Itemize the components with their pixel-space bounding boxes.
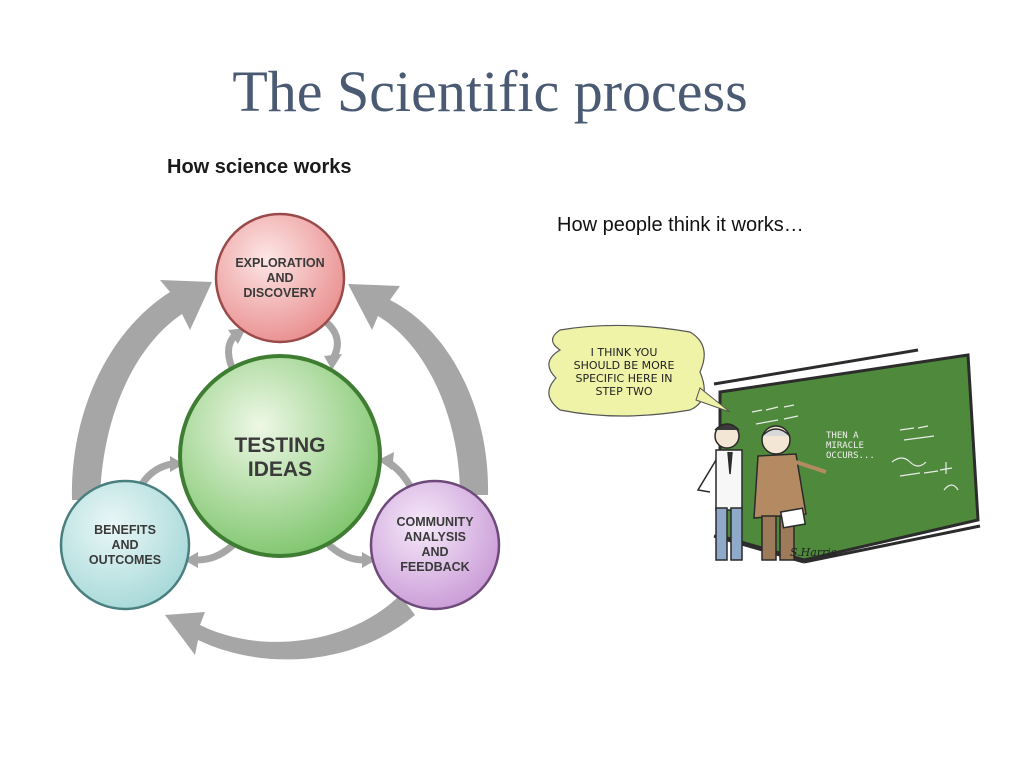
right-line: FEEDBACK bbox=[400, 560, 469, 574]
arrow-left-arc bbox=[71, 280, 212, 500]
cycle-arrows bbox=[71, 280, 489, 660]
left-line: BENEFITS bbox=[94, 523, 156, 537]
scientist-right bbox=[753, 425, 827, 561]
top-line: AND bbox=[266, 271, 293, 285]
top-line: DISCOVERY bbox=[243, 286, 317, 300]
slide-title: The Scientific process bbox=[232, 59, 748, 124]
arrowhead-a bbox=[228, 328, 246, 344]
arrowhead-f bbox=[184, 552, 198, 568]
arrow-bottom-arc bbox=[165, 595, 415, 660]
right-line: AND bbox=[421, 545, 448, 559]
center-line: IDEAS bbox=[248, 458, 312, 481]
arrow-center-to-left bbox=[192, 542, 236, 564]
scientist-left bbox=[696, 423, 743, 561]
arrow-right-arc bbox=[348, 284, 489, 495]
left-line: AND bbox=[111, 538, 138, 552]
right-line: ANALYSIS bbox=[404, 530, 466, 544]
board-scribbles bbox=[751, 404, 959, 491]
cartoon-signature: S.Harris bbox=[790, 546, 837, 559]
arrowhead-e bbox=[170, 456, 184, 472]
left-line: OUTCOMES bbox=[89, 553, 161, 567]
top-line: EXPLORATION bbox=[235, 256, 324, 270]
bubble-line: I THINK YOU bbox=[591, 346, 658, 359]
cartoon-caption: How people think it works… bbox=[557, 214, 804, 236]
inner-arrowheads bbox=[170, 328, 394, 568]
right-line: COMMUNITY bbox=[396, 515, 474, 529]
bubble-line: STEP TWO bbox=[595, 385, 652, 398]
arrowhead-d bbox=[362, 552, 376, 568]
bubble-line: SPECIFIC HERE IN bbox=[575, 372, 672, 385]
center-line: TESTING bbox=[234, 434, 325, 457]
diagram-heading: How science works bbox=[167, 156, 352, 178]
board-line: THEN A bbox=[826, 431, 859, 441]
arrowhead-b bbox=[324, 354, 342, 370]
bubble-line: SHOULD BE MORE bbox=[574, 359, 675, 372]
arrow-left-to-center bbox=[138, 460, 176, 488]
arrowhead-c bbox=[378, 452, 394, 470]
arrow-top-to-center bbox=[322, 318, 341, 364]
arrow-center-to-right bbox=[326, 542, 368, 564]
board-line: MIRACLE bbox=[826, 441, 864, 451]
board-line: OCCURS... bbox=[826, 451, 875, 461]
